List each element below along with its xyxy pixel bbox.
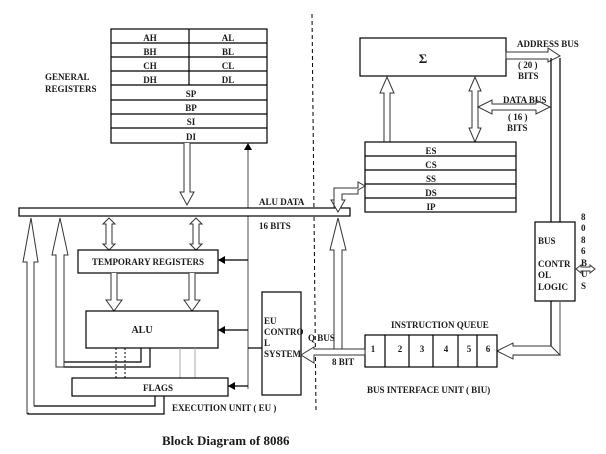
data-bus-bits-1: ( 16 ) [508,112,528,122]
address-adder-box [359,37,507,77]
bus-letter: 8 [581,212,586,222]
bus-to-segments-arrow [330,181,367,213]
queue-slot-5: 5 [467,344,472,354]
bus-to-queue-arrow [495,342,562,360]
registers-to-bus-arrow [179,143,195,207]
flags-box [71,377,229,397]
segment-register-ss: SS [426,174,436,184]
flags-label: FLAGS [143,383,173,393]
address-bus-label: ADDRESS BUS [517,39,579,49]
execution-unit-label: EXECUTION UNIT ( EU ) [172,403,276,413]
alu-data-bits: 16 BITS [259,221,291,231]
address-bus-bits-1: ( 20 ) [518,60,538,70]
eu-control-system-box [261,291,302,396]
register-dl: DL [222,75,235,85]
segment-register-ip: IP [427,202,437,212]
general-registers-label-1: GENERAL [45,72,90,82]
temp-to-alu-arrow-right [183,273,201,312]
q-bus-label: Q BUS [308,333,335,343]
external-bus-arrow [575,263,596,275]
alu-label: ALU [131,325,152,336]
bus-temp-arrow-right [188,217,204,251]
bus-letter: 6 [581,246,586,256]
register-sp: SP [186,89,197,99]
q-bus-arrow [300,346,366,364]
alu-data-label: ALU DATA [259,197,305,207]
control-arrow-registers [244,143,252,150]
register-di: DI [186,132,196,142]
bus-letter: U [581,269,588,279]
register-bp: BP [185,103,197,113]
register-al: AL [222,33,235,43]
control-arrow-temp [218,256,225,264]
register-cl: CL [222,61,235,71]
bus-control-line-1: BUS [538,236,556,246]
bus-letter: S [581,281,586,291]
bus-interface-unit-label: BUS INTERFACE UNIT ( BIU) [367,385,490,395]
data-bus-arrow [476,99,552,115]
data-bus-label: DATA BUS [503,95,546,105]
data-bus-bits-2: BITS [507,123,528,133]
bus-letter: 0 [581,223,586,233]
address-bus-arrow [505,47,561,63]
register-ah: AH [143,33,157,43]
temp-to-alu-arrow-left [105,273,123,312]
segments-to-adder-arrow [379,75,395,142]
general-registers-block: AH AL BH BL CH CL DH DL SP BP SI DI [110,28,268,144]
flags-to-bus-arrow [22,217,39,414]
q-bus-bits: 8 BIT [332,357,354,367]
bus-temp-arrow-left [101,217,117,251]
segment-registers-block: ES CS SS DS IP [364,141,517,213]
general-registers-label-2: REGISTERS [45,84,97,94]
eu-control-line-4: SYSTEM [264,349,302,359]
segment-register-ds: DS [425,188,437,198]
alu-data-bus [18,207,351,217]
queue-slot-4: 4 [444,344,449,354]
address-bus-bits-2: BITS [518,71,539,81]
external-bus-label: 8 0 8 6 B U S [581,212,588,291]
queue-to-bus-arrow [329,217,347,349]
bus-control-line-4: LOGIC [538,282,568,292]
temporary-registers-label: TEMPORARY REGISTERS [92,257,204,267]
bus-letter: B [581,258,587,268]
register-bl: BL [222,47,234,57]
register-si: SI [187,117,196,127]
control-arrow-flags [228,382,235,390]
control-arrow-alu [218,326,225,334]
bus-control-logic-box [534,221,576,302]
register-bh: BH [143,47,156,57]
adder-segments-bidir-arrow [468,75,482,144]
queue-slot-6: 6 [486,344,491,354]
bus-control-line-3: OL [538,270,551,280]
segment-register-es: ES [425,146,436,156]
alu-result-to-bus-arrow [51,217,69,368]
eu-control-line-2: CONTRO [264,327,304,337]
bus-letter: 8 [581,235,586,245]
queue-slot-2: 2 [398,344,403,354]
register-ch: CH [143,61,157,71]
queue-slot-3: 3 [420,344,425,354]
bus-control-line-2: CONTR [538,259,571,269]
register-dh: DH [143,75,157,85]
eu-control-line-3: L [264,338,270,348]
eu-control-line-1: EU [264,316,277,326]
sigma-symbol: Σ [419,51,428,66]
temporary-registers-box [77,249,219,274]
instruction-queue-label: INSTRUCTION QUEUE [391,320,489,330]
diagram-title: Block Diagram of 8086 [162,433,290,448]
segment-register-cs: CS [425,160,437,170]
queue-slot-1: 1 [371,344,376,354]
instruction-queue: 1 2 3 4 5 6 [364,334,498,368]
